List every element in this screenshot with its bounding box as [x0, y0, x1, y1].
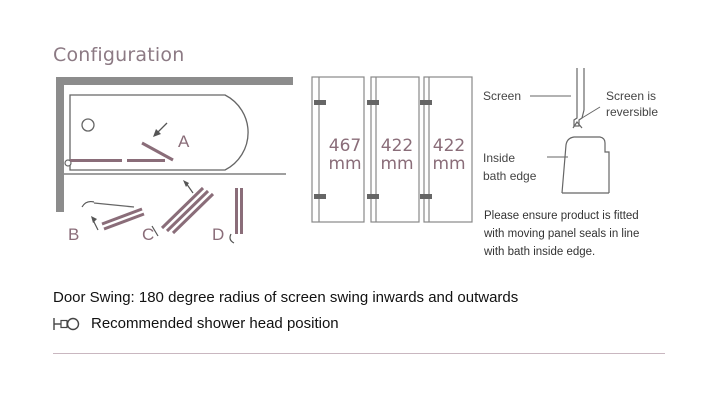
- fitting-note-line: with bath inside edge.: [484, 246, 596, 258]
- panel-2-outline: [370, 76, 420, 223]
- shower-head-icon: [53, 317, 80, 330]
- label-b: B: [68, 225, 79, 244]
- label-c: C: [142, 225, 154, 244]
- plug-icon: [81, 118, 95, 132]
- panel-2-width: 422: [381, 136, 413, 156]
- callout-inside-line2: bath edge: [483, 169, 537, 183]
- panel-1-outline: [311, 76, 365, 223]
- door-swing-text: Door Swing: 180 degree radius of screen …: [53, 289, 519, 306]
- fitting-note-line: Please ensure product is fitted: [484, 210, 639, 222]
- screen-panel-a3: [141, 141, 174, 162]
- bath-edge-profile: [561, 136, 610, 194]
- panel-1-unit: mm: [328, 154, 361, 174]
- legend-label: Recommended shower head position: [91, 315, 339, 332]
- panel-3-outline: [423, 76, 473, 223]
- panel-2-unit: mm: [380, 154, 413, 174]
- divider: [53, 353, 665, 354]
- panel-3-unit: mm: [432, 154, 465, 174]
- fitting-note: Please ensure product is fitted with mov…: [484, 207, 714, 261]
- panel-1-width: 467: [329, 136, 361, 156]
- panel-3-width: 422: [433, 136, 465, 156]
- fold-config-c: [151, 180, 215, 237]
- fold-config-b: [81, 200, 145, 231]
- fold-config-d: [229, 188, 243, 244]
- wall-outline: [56, 77, 293, 212]
- section-title: Configuration: [53, 44, 185, 66]
- callout-inside-line1: Inside: [483, 151, 515, 165]
- shower-head-legend: Recommended shower head position: [53, 315, 339, 332]
- label-a: A: [178, 132, 190, 151]
- callout-screen: Screen: [483, 89, 521, 103]
- bath-plan: [56, 77, 293, 212]
- callout-reversible-line1: Screen is: [606, 89, 656, 103]
- screen-panel-a2: [127, 159, 165, 162]
- screen-elevation: 467 mm 422 mm 422 mm: [311, 76, 473, 223]
- screen-panel-a1: [70, 159, 122, 162]
- bath-outline: [69, 94, 249, 171]
- label-d: D: [212, 225, 224, 244]
- fitting-note-line: with moving panel seals in line: [484, 228, 640, 240]
- callout-reversible-line2: reversible: [606, 105, 658, 119]
- seal-section-detail: [530, 68, 610, 194]
